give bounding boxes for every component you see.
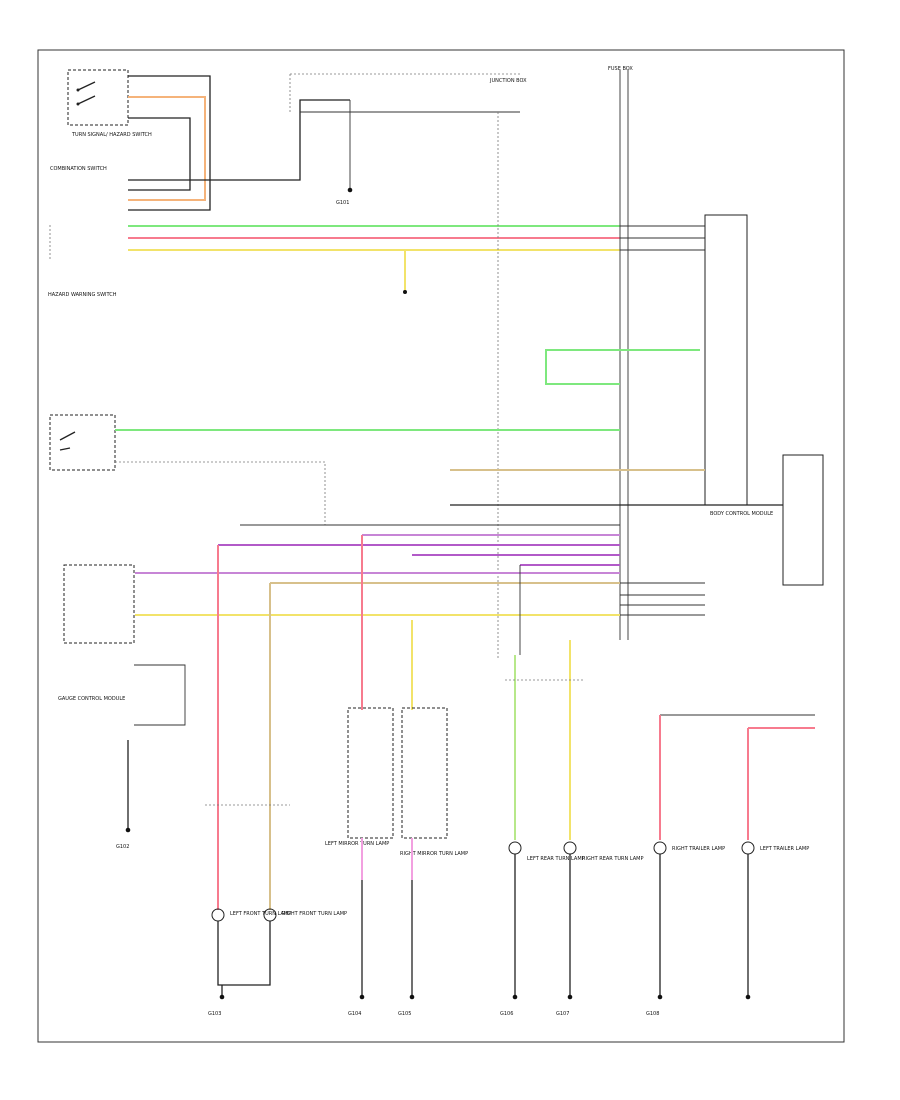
right-rear-turn-lamp-label: RIGHT REAR TURN LAMP [582, 856, 644, 862]
right-mirror-turn-lamp: RIGHT MIRROR TURN LAMP [400, 707, 468, 857]
left-mirror-turn-lamp: LEFT MIRROR TURN LAMP [325, 707, 394, 847]
diagram-frame [37, 49, 845, 1043]
left-rear-turn-lamp: LEFT REAR TURN LAMP [508, 841, 585, 862]
left-rear-turn-lamp-label: LEFT REAR TURN LAMP [527, 856, 585, 862]
body-control-module: BODY CONTROL MODULE [704, 214, 773, 517]
left-front-turn-lamp: LEFT FRONT TURN LAMP [211, 908, 291, 922]
g101-label: G101 [336, 200, 349, 206]
relay-switch-left [49, 414, 116, 471]
ground-g108b [745, 994, 751, 1000]
junction-box-label: JUNCTION BOX [489, 78, 527, 84]
left-mirror-turn-lamp-label: LEFT MIRROR TURN LAMP [325, 841, 389, 847]
g105-label: G105 [398, 1011, 411, 1017]
gauge-control-module-label: GAUGE CONTROL MODULE [58, 696, 125, 702]
combination-switch-label: COMBINATION SWITCH [50, 166, 107, 172]
gauge-control-module: GAUGE CONTROL MODULE [58, 564, 135, 702]
ground-g101-top [347, 187, 353, 193]
left-front-turn-lamp-label: LEFT FRONT TURN LAMP [230, 911, 291, 917]
ground-g105 [409, 994, 415, 1000]
g104-label: G104 [348, 1011, 361, 1017]
g103-label: G103 [208, 1011, 221, 1017]
g107-label: G107 [556, 1011, 569, 1017]
right-mirror-turn-lamp-label: RIGHT MIRROR TURN LAMP [400, 851, 468, 857]
left-trailer-lamp: LEFT TRAILER LAMP [741, 841, 809, 855]
ground-g108 [657, 994, 663, 1000]
ground-g104 [359, 994, 365, 1000]
splice-yellow [403, 290, 407, 294]
g106-label: G106 [500, 1011, 513, 1017]
fuse-box-label: FUSE BOX [608, 66, 633, 72]
ground-g106 [512, 994, 518, 1000]
g102-label: G102 [116, 844, 129, 850]
ground-g103 [219, 994, 225, 1000]
hazard-warning-switch-label: HAZARD WARNING SWITCH [48, 292, 117, 298]
turn-hazard-switch-label: TURN SIGNAL/ HAZARD SWITCH [71, 132, 152, 138]
left-trailer-lamp-label: LEFT TRAILER LAMP [760, 846, 809, 852]
turn-hazard-switch: TURN SIGNAL/ HAZARD SWITCH [67, 69, 152, 138]
body-control-module-label: BODY CONTROL MODULE [710, 511, 773, 517]
right-trailer-lamp: RIGHT TRAILER LAMP [653, 841, 725, 855]
g108-label: G108 [646, 1011, 659, 1017]
ground-g107 [567, 994, 573, 1000]
connector-block-right [782, 454, 824, 586]
right-front-turn-lamp-label: RIGHT FRONT TURN LAMP [282, 911, 347, 917]
ground-g102 [125, 827, 131, 833]
right-trailer-lamp-label: RIGHT TRAILER LAMP [672, 846, 725, 852]
